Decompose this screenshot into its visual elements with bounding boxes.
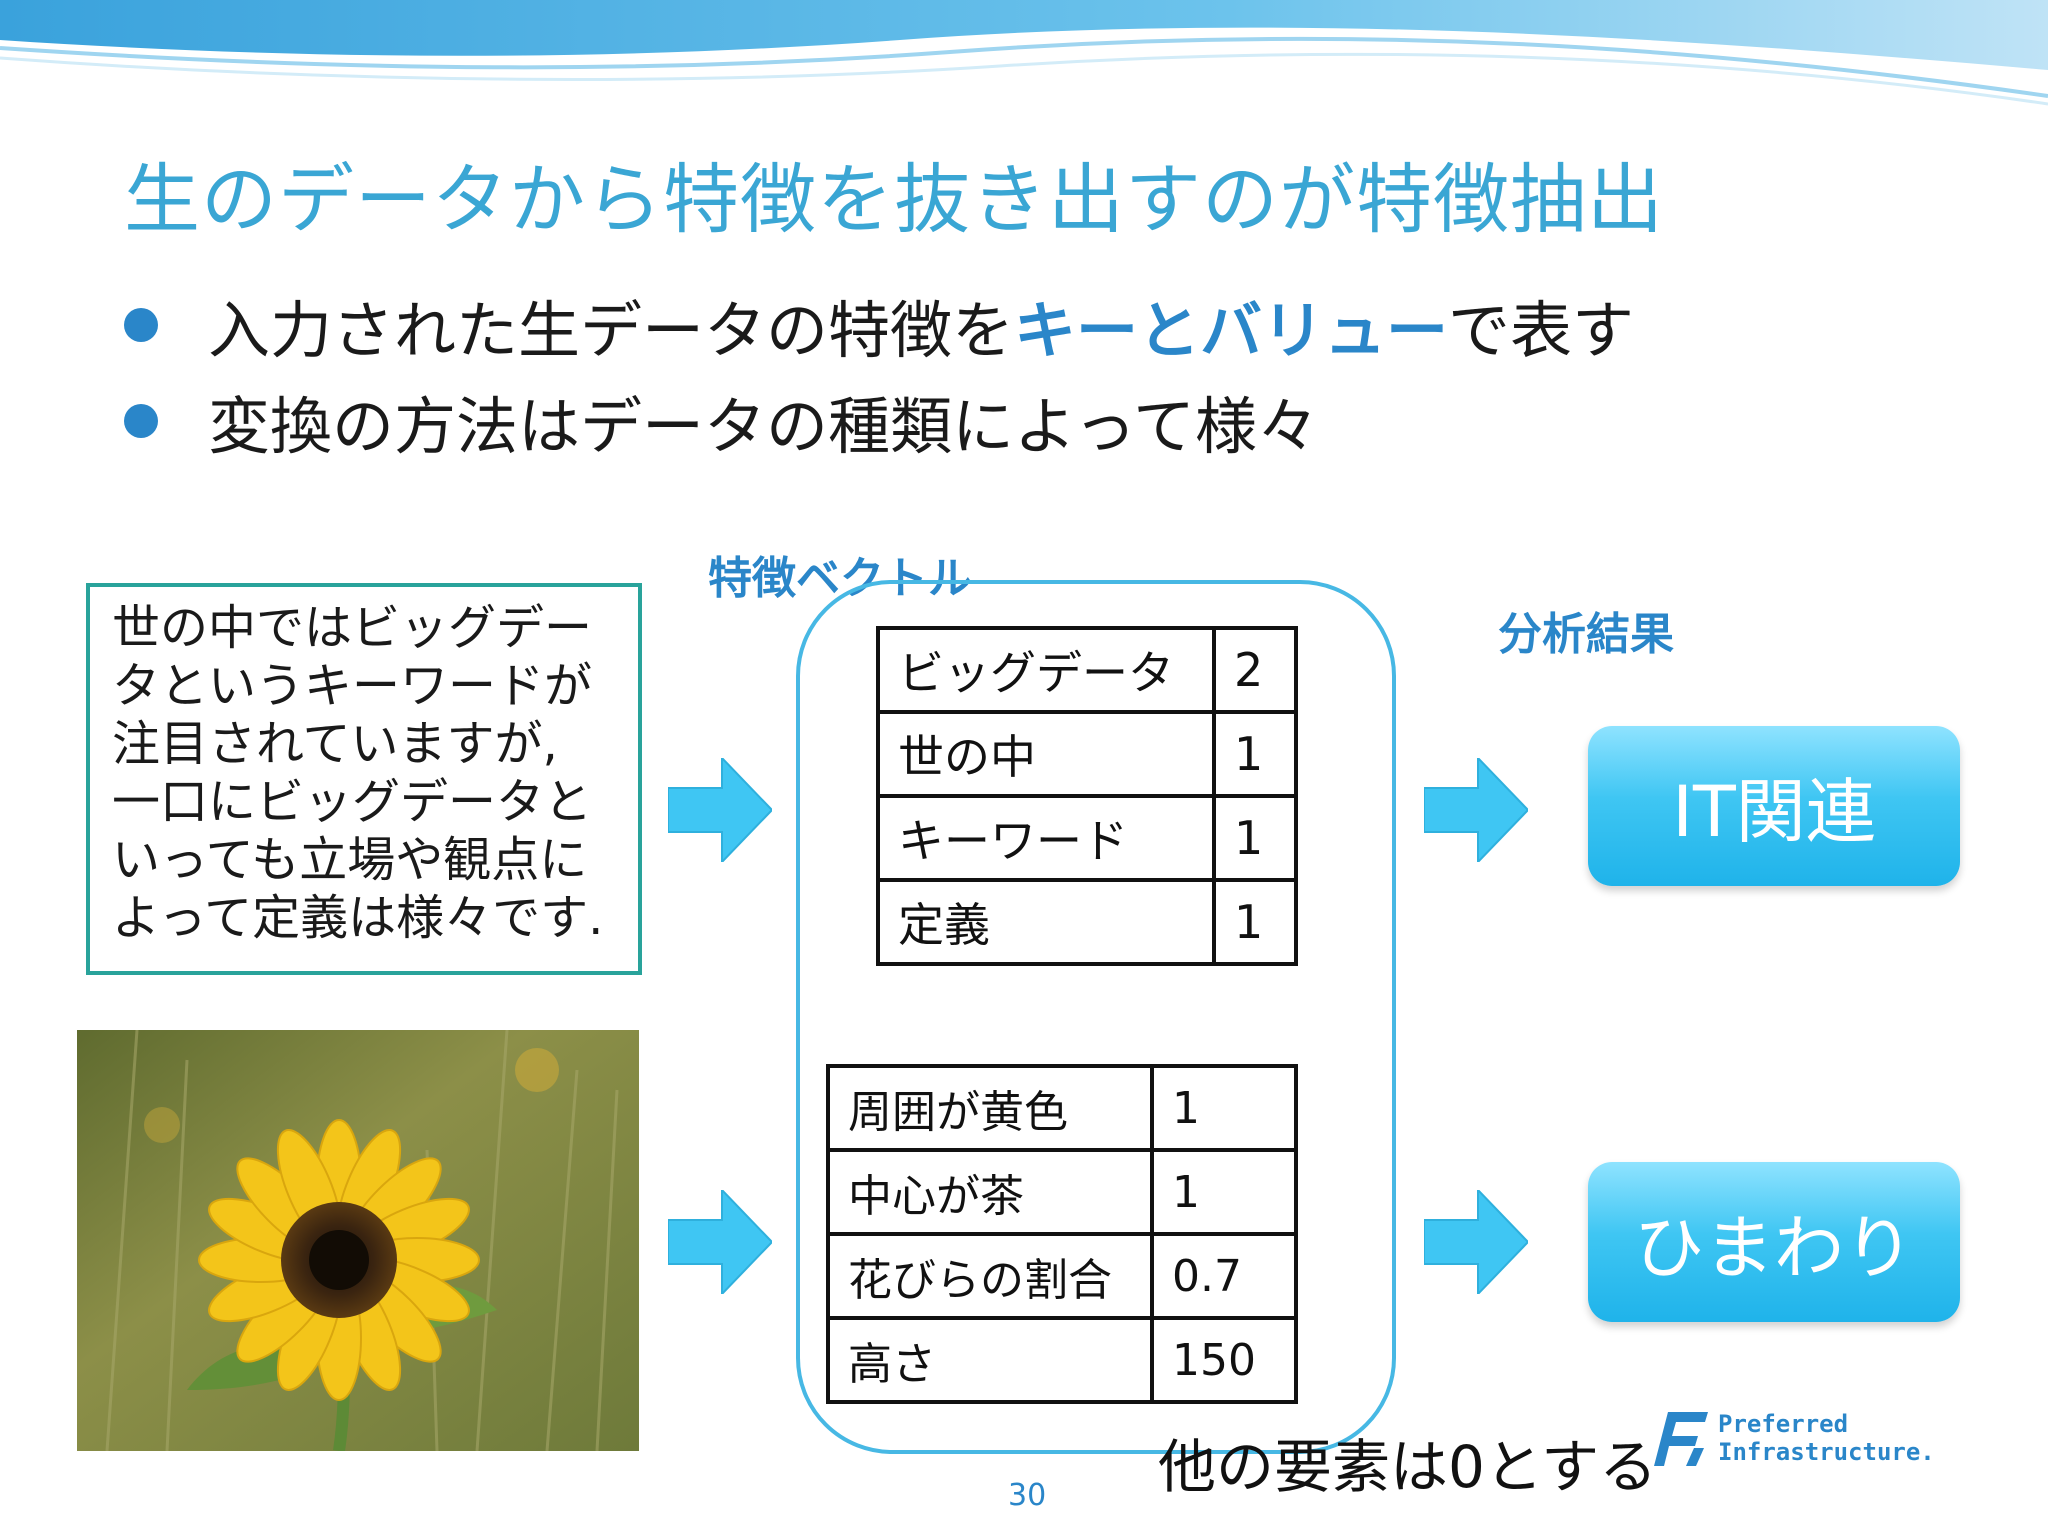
bullet-item-1: 入力された生データの特徴をキーとバリューで表す [124, 280, 1634, 370]
raw-text-line: 一口にビッグデータと [112, 774, 593, 830]
raw-text-line: いっても立場や観点に [112, 832, 588, 888]
table-row: 世の中 1 [876, 710, 1298, 798]
right-arrow-icon [1424, 1190, 1528, 1294]
text-feature-table: ビッグデータ 2 世の中 1 キーワード 1 定義 1 [876, 626, 1298, 966]
feature-key: 定義 [876, 878, 1216, 966]
bullet-item-2: 変換の方法はデータの種類によって様々 [124, 376, 1319, 466]
bullet-text-before: 入力された生データの特徴を [208, 294, 1015, 367]
right-arrow-icon [1424, 758, 1528, 862]
feature-key: 中心が茶 [826, 1148, 1154, 1236]
right-arrow-icon [668, 758, 772, 862]
result-sunflower: ひまわり [1588, 1162, 1960, 1322]
raw-text-line: 注目されていますが, [112, 716, 558, 772]
bullet-highlight: キーとバリュー [1014, 294, 1449, 367]
analysis-result-label: 分析結果 [1498, 609, 1674, 660]
raw-text-line: よって定義は様々です. [112, 890, 604, 946]
bullet-text: 変換の方法はデータの種類によって様々 [208, 390, 1320, 463]
raw-text-line: タというキーワードが [112, 658, 593, 714]
bullet-dot-icon [124, 308, 158, 342]
table-row: 定義 1 [876, 878, 1298, 966]
raw-text-box: 世の中ではビッグデー タというキーワードが 注目されていますが, 一口にビッグデ… [86, 583, 642, 975]
slide-title: 生のデータから特徴を抜き出すのが特徴抽出 [124, 155, 1664, 244]
feature-value: 150 [1150, 1316, 1298, 1404]
company-logo: Preferred Infrastructure. [1642, 1408, 1962, 1468]
header-wave-decoration [0, 0, 2048, 106]
feature-key: 高さ [826, 1316, 1154, 1404]
feature-value: 1 [1212, 710, 1298, 798]
result-it-related: IT関連 [1588, 726, 1960, 886]
table-row: 高さ 150 [826, 1316, 1298, 1404]
feature-value: 1 [1150, 1064, 1298, 1152]
feature-value: 2 [1212, 626, 1298, 714]
feature-key: 周囲が黄色 [826, 1064, 1154, 1152]
bullet-text-after: で表す [1448, 294, 1635, 367]
feature-key: ビッグデータ [876, 626, 1216, 714]
table-row: キーワード 1 [876, 794, 1298, 882]
image-feature-table: 周囲が黄色 1 中心が茶 1 花びらの割合 0.7 高さ 150 [826, 1064, 1298, 1404]
table-row: ビッグデータ 2 [876, 626, 1298, 714]
feature-value: 1 [1150, 1148, 1298, 1236]
feature-value: 1 [1212, 878, 1298, 966]
table-row: 周囲が黄色 1 [826, 1064, 1298, 1152]
table-row: 花びらの割合 0.7 [826, 1232, 1298, 1320]
other-elements-note: 他の要素は0とする [1158, 1433, 1658, 1501]
feature-vector-frame [796, 580, 1396, 1454]
sunflower-photo [77, 1030, 639, 1451]
right-arrow-icon [668, 1190, 772, 1294]
feature-key: 世の中 [876, 710, 1216, 798]
feature-key: 花びらの割合 [826, 1232, 1154, 1320]
raw-text-line: 世の中ではビッグデー [112, 600, 593, 656]
logo-text: Preferred Infrastructure. [1718, 1410, 1935, 1466]
table-row: 中心が茶 1 [826, 1148, 1298, 1236]
page-number: 30 [1008, 1478, 1047, 1513]
bullet-dot-icon [124, 404, 158, 438]
feature-key: キーワード [876, 794, 1216, 882]
logo-mark-icon [1654, 1412, 1708, 1466]
logo-line-2: Infrastructure. [1718, 1438, 1935, 1466]
feature-value: 0.7 [1150, 1232, 1298, 1320]
feature-value: 1 [1212, 794, 1298, 882]
logo-line-1: Preferred [1718, 1410, 1849, 1438]
